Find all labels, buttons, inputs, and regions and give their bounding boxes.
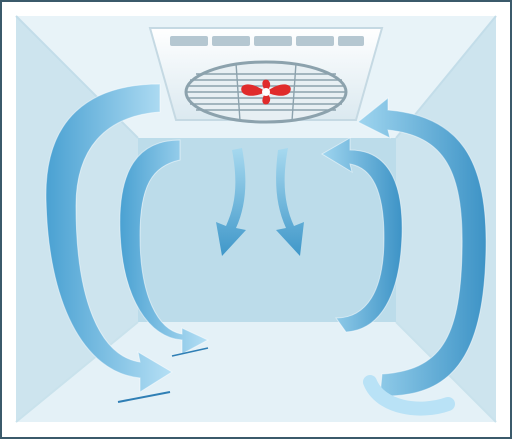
outer-right-arrow [357,96,487,416]
outer-left-arrow [45,83,173,403]
floor-edge-left [15,321,139,423]
fan-vent-slats [170,36,364,46]
center-left-arrow [216,148,246,256]
back-wall [138,138,396,322]
center-right-arrow [276,148,304,256]
ceiling-fan [148,27,384,124]
fan-blades [241,79,291,105]
inner-left-arrow [119,139,210,357]
inner-right-arrow [321,137,403,333]
fan-hub [262,88,270,96]
